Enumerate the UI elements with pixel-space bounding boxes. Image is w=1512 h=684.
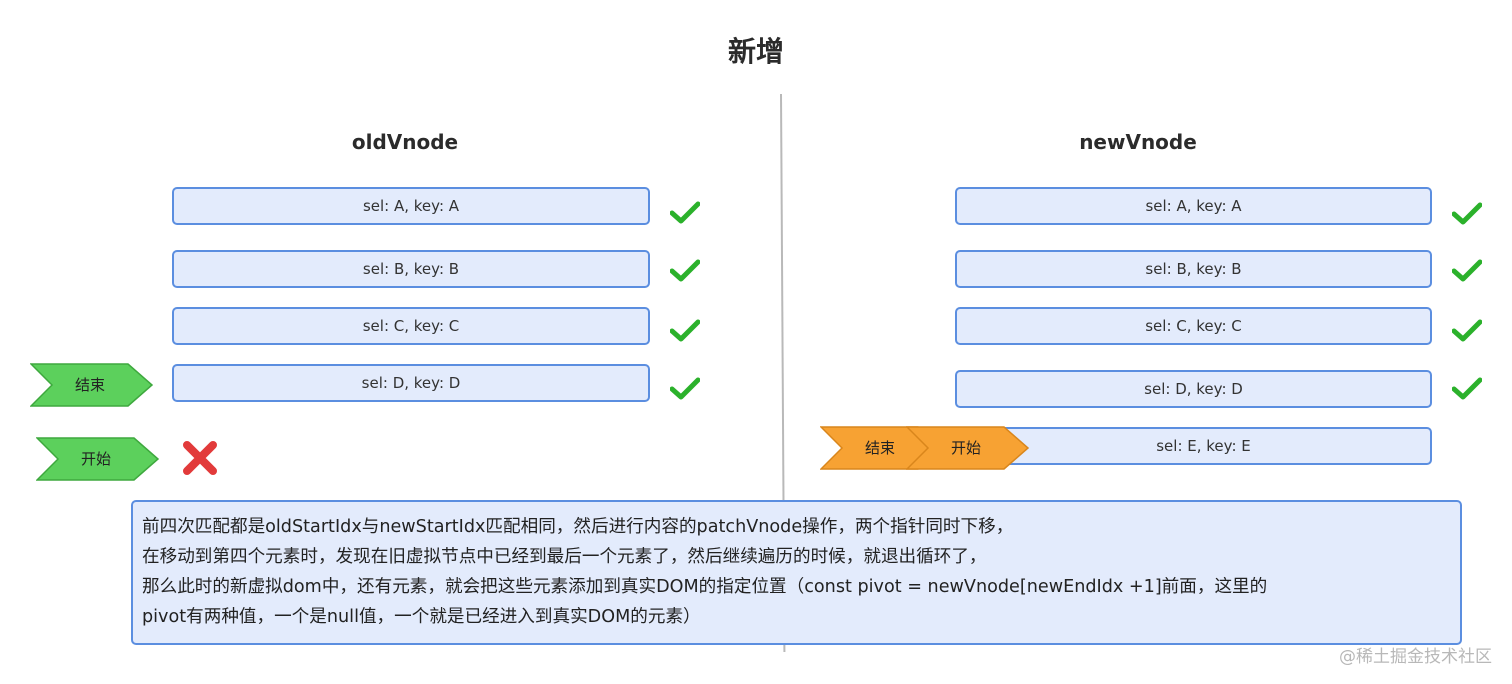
check-icon [1452, 259, 1482, 282]
chevron-arrow-icon [36, 437, 160, 481]
description-line: 在移动到第四个元素时，发现在旧虚拟节点中已经到最后一个元素了，然后继续遍历的时候… [142, 547, 987, 567]
old-start-pointer: 开始 [36, 437, 160, 481]
check-icon [670, 201, 700, 224]
chevron-arrow-icon [906, 426, 1030, 470]
diagram-title: 新增 [727, 35, 784, 68]
end-pointer-label: 结束 [864, 439, 895, 457]
start-pointer-label: 开始 [80, 450, 111, 468]
new-start-pointer: 开始 [906, 426, 1030, 470]
description-line: pivot有两种值，一个是null值，一个就是已经进入到真实DOM的元素） [142, 607, 701, 627]
new-node-c: sel: C, key: C [955, 307, 1432, 345]
old-node-d: sel: D, key: D [172, 364, 650, 402]
old-vnode-title: oldVnode [351, 130, 459, 154]
old-end-pointer: 结束 [30, 363, 154, 407]
description-line: 前四次匹配都是oldStartIdx与newStartIdx匹配相同，然后进行内… [142, 517, 1014, 537]
old-node-b: sel: B, key: B [172, 250, 650, 288]
check-icon [670, 319, 700, 342]
check-icon [670, 377, 700, 400]
check-icon [1452, 377, 1482, 400]
check-icon [670, 259, 700, 282]
new-node-b: sel: B, key: B [955, 250, 1432, 288]
description-box: 前四次匹配都是oldStartIdx与newStartIdx匹配相同，然后进行内… [131, 500, 1462, 645]
check-icon [1452, 202, 1482, 225]
check-icon [1452, 319, 1482, 342]
end-pointer-label: 结束 [74, 376, 105, 394]
chevron-arrow-icon [30, 363, 154, 407]
watermark: @稀土掘金技术社区 [1339, 647, 1492, 667]
cross-icon [183, 441, 217, 475]
old-node-c: sel: C, key: C [172, 307, 650, 345]
old-node-a: sel: A, key: A [172, 187, 650, 225]
start-pointer-label: 开始 [950, 439, 981, 457]
new-node-d: sel: D, key: D [955, 370, 1432, 408]
new-vnode-title: newVnode [1079, 130, 1197, 154]
new-node-a: sel: A, key: A [955, 187, 1432, 225]
new-node-e: sel: E, key: E [955, 427, 1432, 465]
description-line: 那么此时的新虚拟dom中，还有元素，就会把这些元素添加到真实DOM的指定位置（c… [142, 577, 1268, 597]
